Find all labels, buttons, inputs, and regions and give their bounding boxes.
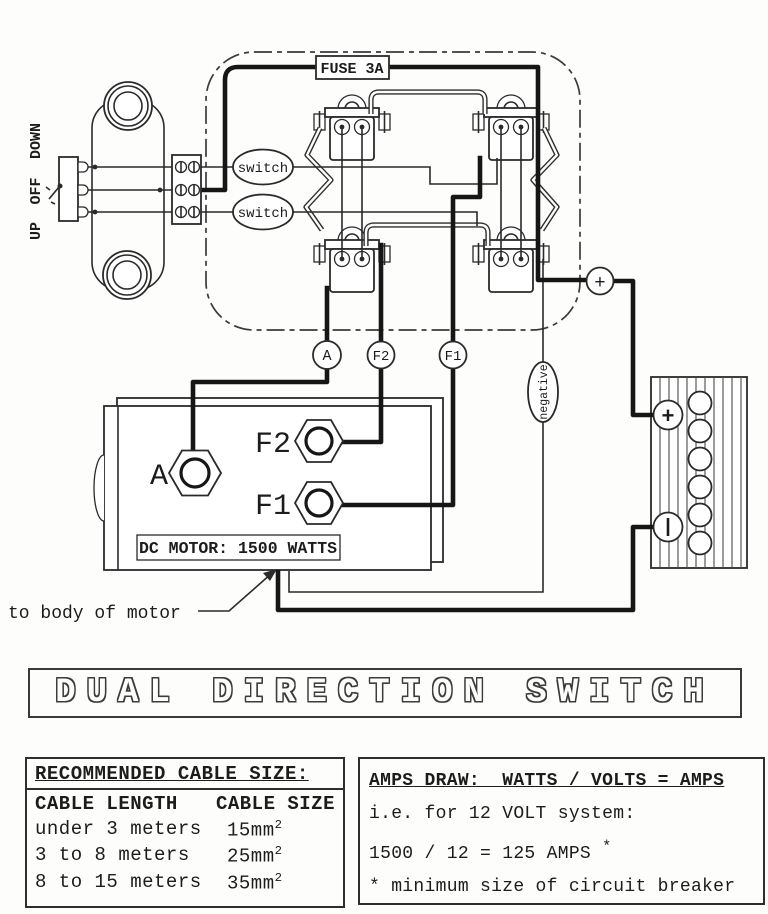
fuse-out-wire bbox=[386, 64, 590, 283]
remote-switch-assembly: DOWN OFF UP bbox=[28, 81, 202, 300]
col-cable-size: CABLE SIZE bbox=[215, 793, 335, 815]
switch-upper-label: switch bbox=[238, 161, 288, 177]
battery-positive-terminal: + bbox=[652, 399, 684, 431]
thick-wires bbox=[190, 64, 663, 613]
title-banner: DUAL DIRECTION SWITCH bbox=[28, 668, 742, 718]
positive-junction: + bbox=[585, 266, 615, 296]
wire-tag-a: A bbox=[312, 340, 342, 370]
field1-wire bbox=[339, 365, 456, 508]
cable-length-value: 8 to 15 meters bbox=[35, 870, 202, 893]
fuse-feed-wire bbox=[194, 64, 319, 193]
col-cable-length: CABLE LENGTH bbox=[35, 793, 178, 815]
toggle-lever-icon bbox=[45, 183, 63, 205]
armature-wire bbox=[190, 366, 330, 455]
motor-nameplate: DC MOTOR: 1500 WATTS bbox=[136, 534, 341, 561]
cable-length-value: 3 to 8 meters bbox=[35, 844, 190, 867]
table-row: 8 to 15 meters 35mm2 bbox=[27, 869, 343, 895]
amps-example-line: i.e. for 12 VOLT system: bbox=[369, 804, 636, 824]
wiring-diagram: DOWN OFF UP FUSE 3A switch switch A F2 bbox=[8, 51, 748, 624]
amps-footnote: * minimum size of circuit breaker bbox=[369, 877, 736, 897]
motor-label-a: A bbox=[150, 460, 168, 494]
motor-label-f2: F2 bbox=[255, 428, 291, 462]
thin-wires bbox=[78, 127, 544, 593]
off-label: OFF bbox=[28, 177, 45, 204]
note-text: to body of motor bbox=[8, 604, 181, 624]
note-arrow bbox=[198, 572, 273, 612]
terminal-block bbox=[171, 154, 202, 225]
battery-positive-wire bbox=[611, 278, 658, 418]
cable-size-table: RECOMMENDED CABLE SIZE: CABLE LENGTH CAB… bbox=[25, 757, 345, 908]
svg-text:A: A bbox=[322, 348, 331, 365]
svg-text:+: + bbox=[661, 405, 674, 430]
amps-draw-box: AMPS DRAW: WATTS / VOLTS = AMPS i.e. for… bbox=[358, 757, 765, 905]
cable-table-title: RECOMMENDED CABLE SIZE: bbox=[27, 759, 343, 790]
cable-size-value: 25mm2 bbox=[227, 844, 283, 868]
fuse-label: FUSE 3A bbox=[320, 61, 383, 78]
wire-tag-f1: F1 bbox=[438, 340, 468, 370]
solenoid-top-left bbox=[313, 94, 391, 161]
battery-negative-terminal bbox=[652, 511, 684, 543]
switch-oval-upper: switch bbox=[232, 148, 294, 186]
svg-text:negative: negative bbox=[538, 364, 551, 419]
solenoid-box-outline bbox=[205, 51, 581, 331]
solenoid-straps bbox=[303, 89, 560, 246]
amps-draw-header: AMPS DRAW: WATTS / VOLTS = AMPS bbox=[369, 771, 725, 791]
cable-table-header: CABLE LENGTH CABLE SIZE bbox=[27, 790, 343, 816]
down-label: DOWN bbox=[28, 123, 45, 159]
wire-tag-f2: F2 bbox=[366, 340, 396, 370]
svg-text:+: + bbox=[594, 272, 605, 294]
table-row: under 3 meters 15mm2 bbox=[27, 816, 343, 842]
cable-length-value: under 3 meters bbox=[35, 818, 202, 840]
motor-label-f1: F1 bbox=[255, 490, 291, 524]
svg-text:F1: F1 bbox=[445, 349, 462, 365]
cable-size-value: 35mm2 bbox=[227, 870, 283, 894]
amps-formula-line: 1500 / 12 = 125 AMPS * bbox=[369, 838, 612, 864]
motor-terminal-a: A bbox=[150, 449, 223, 497]
table-row: 3 to 8 meters 25mm2 bbox=[27, 842, 343, 868]
up-label: UP bbox=[28, 222, 45, 240]
body-of-motor-note: to body of motor bbox=[8, 569, 277, 624]
motor-terminal-f1: F1 bbox=[255, 481, 345, 525]
asterisk-marker: * bbox=[602, 838, 612, 856]
page-title: DUAL DIRECTION SWITCH bbox=[55, 674, 715, 712]
fuse: FUSE 3A bbox=[315, 55, 390, 80]
motor-terminal-f2: F2 bbox=[255, 419, 345, 463]
toggle-switch-body bbox=[58, 156, 79, 222]
field2-wire bbox=[339, 365, 384, 445]
battery-cell-caps bbox=[687, 390, 713, 556]
left-zigzag-strap bbox=[303, 126, 334, 232]
upper-grommet bbox=[103, 81, 153, 131]
svg-text:F2: F2 bbox=[373, 349, 390, 365]
solenoid-bottom-left bbox=[313, 226, 391, 293]
lower-grommet bbox=[102, 250, 152, 300]
svg-text:DC MOTOR: 1500 WATTS: DC MOTOR: 1500 WATTS bbox=[139, 539, 337, 558]
negative-tag: negative bbox=[527, 361, 559, 423]
cable-size-value: 15mm2 bbox=[227, 818, 283, 842]
negative-wire bbox=[288, 259, 544, 593]
switch-oval-lower: switch bbox=[232, 193, 294, 231]
battery-negative-wire bbox=[275, 524, 663, 613]
switch-lower-label: switch bbox=[238, 206, 288, 222]
